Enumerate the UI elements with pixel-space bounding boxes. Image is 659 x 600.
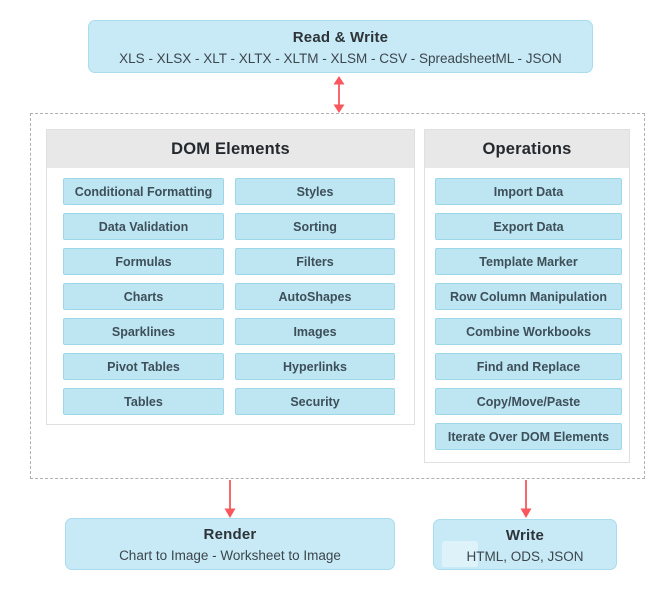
item-box: Tables [63, 388, 224, 415]
item-box: Security [235, 388, 395, 415]
render-subtitle: Chart to Image - Worksheet to Image [119, 548, 341, 563]
render-title: Render [203, 526, 257, 543]
item-box: Images [235, 318, 395, 345]
item-box: Conditional Formatting [63, 178, 224, 205]
item-box: Find and Replace [435, 353, 622, 380]
item-box: Combine Workbooks [435, 318, 622, 345]
supported-formats-text: XLS - XLSX - XLT - XLTX - XLTM - XLSM - … [119, 51, 562, 66]
write-box: Write HTML, ODS, JSON [433, 519, 617, 570]
item-box: Hyperlinks [235, 353, 395, 380]
item-box: Filters [235, 248, 395, 275]
item-box: Iterate Over DOM Elements [435, 423, 622, 450]
write-highlight-patch [442, 541, 478, 567]
item-box: Charts [63, 283, 224, 310]
operations-heading: Operations [425, 130, 629, 168]
item-box: Data Validation [63, 213, 224, 240]
write-subtitle: HTML, ODS, JSON [466, 549, 584, 564]
item-box: Sparklines [63, 318, 224, 345]
down-arrow-icon [520, 480, 532, 518]
item-box: Styles [235, 178, 395, 205]
item-box: Import Data [435, 178, 622, 205]
dom-elements-heading: DOM Elements [47, 130, 414, 168]
read-write-box: Read & Write XLS - XLSX - XLT - XLTX - X… [88, 20, 593, 73]
read-write-title: Read & Write [292, 29, 389, 46]
item-box: Sorting [235, 213, 395, 240]
item-box: AutoShapes [235, 283, 395, 310]
bidirectional-arrow-icon [333, 76, 345, 113]
item-box: Row Column Manipulation [435, 283, 622, 310]
item-box: Copy/Move/Paste [435, 388, 622, 415]
item-box: Pivot Tables [63, 353, 224, 380]
item-box: Formulas [63, 248, 224, 275]
render-box: Render Chart to Image - Worksheet to Ima… [65, 518, 395, 570]
item-box: Export Data [435, 213, 622, 240]
down-arrow-icon [224, 480, 236, 518]
library-core-region [30, 113, 645, 479]
write-title: Write [505, 527, 545, 544]
item-box: Template Marker [435, 248, 622, 275]
